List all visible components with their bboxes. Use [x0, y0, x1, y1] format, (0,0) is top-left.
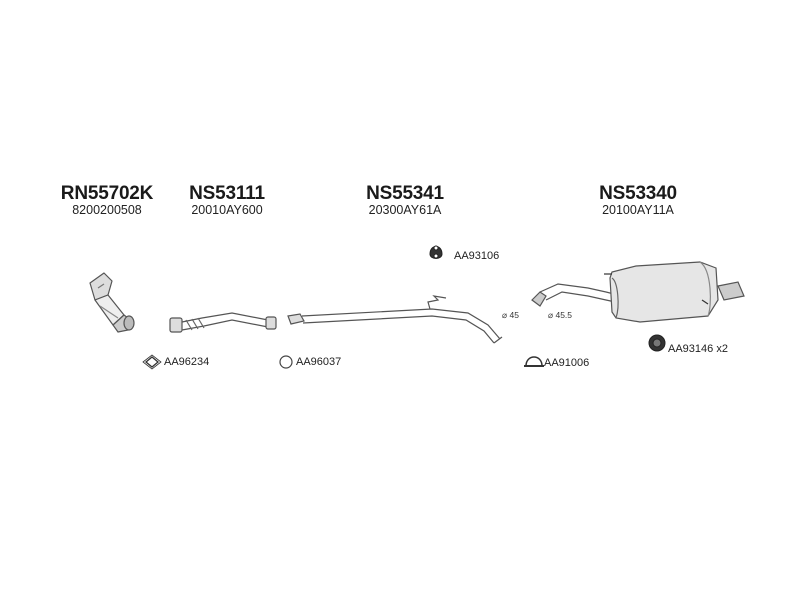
rubber-mount-icon[interactable]: [429, 245, 443, 259]
middle-pipe-icon[interactable]: [287, 295, 503, 344]
part-code-4: NS53340: [599, 183, 677, 204]
accessory-label-2: AA96037: [296, 356, 342, 368]
catalytic-converter-icon[interactable]: [89, 272, 135, 333]
diameter-label-2: ⌀ 45.5: [548, 310, 573, 320]
part-code-3: NS55341: [366, 183, 444, 204]
rear-silencer-icon[interactable]: [531, 261, 745, 323]
accessory-label-1: AA96234: [164, 356, 210, 368]
part-oe-3: 20300AY61A: [368, 203, 442, 217]
accessory-label-4: AA91006: [544, 357, 590, 369]
part-oe-1: 8200200508: [72, 203, 142, 217]
part-code-1: RN55702K: [60, 183, 154, 204]
oval-gasket-icon[interactable]: [142, 354, 162, 370]
diameter-label-1: ⌀ 45: [502, 310, 519, 320]
part-oe-2: 20010AY600: [191, 203, 263, 217]
accessory-label-3: AA93106: [454, 250, 500, 262]
front-pipe-icon[interactable]: [169, 312, 277, 333]
rubber-ring-icon[interactable]: [648, 334, 666, 352]
part-oe-4: 20100AY11A: [602, 203, 674, 217]
clamp-icon[interactable]: [524, 356, 544, 367]
ring-gasket-icon[interactable]: [279, 355, 293, 369]
part-code-2: NS53111: [189, 183, 265, 204]
accessory-label-5: AA93146 x2: [668, 343, 728, 355]
